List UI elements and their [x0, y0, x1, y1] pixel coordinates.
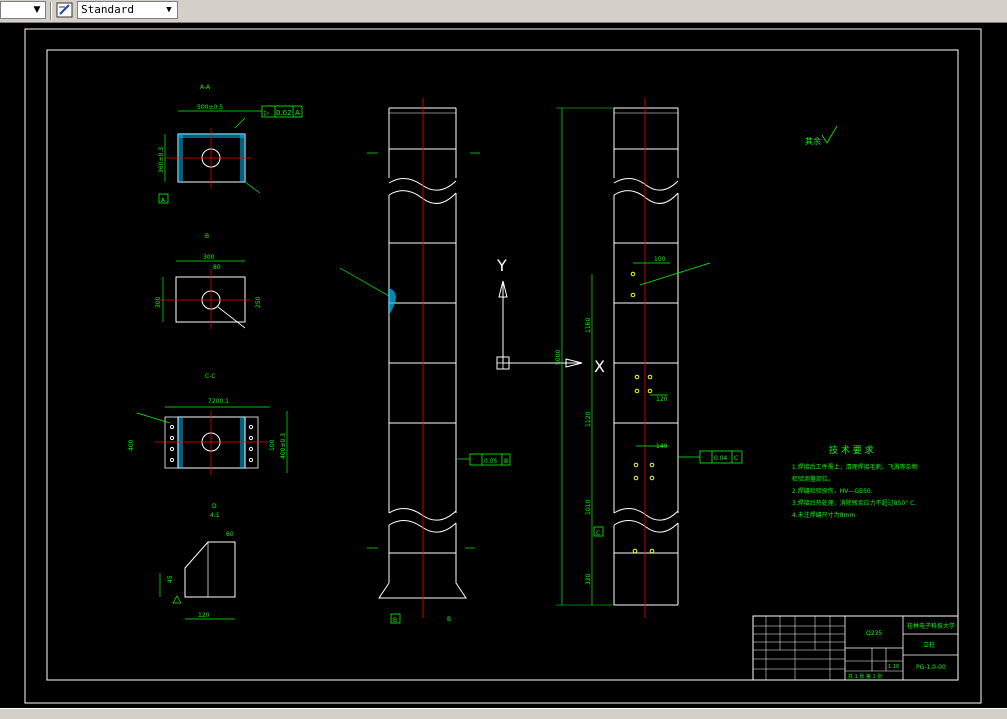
right-spacing-2: 140: [656, 443, 668, 450]
d-left-dim: 45: [167, 575, 174, 583]
title-block: 桂林电子科技大学 立柱 PG-1.0-00 Q235 1:10 共 1 张 第 …: [752, 615, 959, 681]
beam-datum-b-box: [390, 613, 401, 624]
outer-frame: [24, 28, 982, 704]
text-style-icon: [56, 2, 73, 18]
title-university: 桂林电子科技大学: [907, 622, 955, 630]
roughness-symbol: 其余: [805, 125, 838, 146]
right-dim-4: 320: [585, 573, 592, 585]
b-inner-dim: 80: [213, 264, 221, 271]
ucs-icon: Y X: [496, 256, 605, 376]
a-height-dim: 360±0.3: [158, 147, 165, 173]
toolbar-separator: [50, 2, 52, 20]
beam-elevation: 0.05 B B B: [339, 98, 511, 624]
detail-d-scale: 4:1: [210, 512, 220, 519]
right-dim-3: 1010: [585, 500, 592, 515]
b-right-dim: 250: [255, 296, 262, 308]
right-dim-1: 1160: [585, 318, 592, 333]
a-gdt-value: 0.02: [276, 109, 292, 117]
beam-gdt-value: 0.05: [484, 458, 498, 465]
d-top-dim: 60: [226, 531, 234, 538]
section-c-label: C-C: [205, 373, 216, 380]
d-bottom-dim: 120: [198, 612, 210, 619]
text-style-dropdown[interactable]: Standard ▼: [77, 1, 178, 19]
chevron-down-icon: ▼: [166, 5, 172, 15]
tech-note-1: 1.焊接后工件需上，清理焊接毛刺、飞溅等杂物: [792, 463, 918, 471]
title-sheet: 共 1 张 第 1 张: [848, 673, 882, 680]
beam-gdt-frame: [469, 453, 511, 466]
inner-frame: [46, 49, 959, 681]
tech-note-3: 2.焊缝检验探伤，HV—GB50.: [792, 487, 873, 495]
section-a-label: A-A: [200, 84, 211, 91]
title-drawing-no: PG-1.0-00: [916, 664, 946, 671]
beam-label-b2: B: [447, 616, 451, 623]
title-scale: 1:10: [888, 664, 899, 670]
c-top-dim: 7200.1: [208, 398, 229, 405]
right-datum-c-box: [593, 526, 604, 537]
b-width-dim: 300: [203, 254, 215, 261]
beam-side-view: 5000 1160 1120 1010 320 100 120 140 0.04…: [555, 98, 743, 618]
tech-note-2: 检验测量部位。: [792, 475, 834, 483]
roughness-label: 其余: [805, 136, 821, 146]
right-total-dim: 5000: [555, 350, 562, 365]
a-gdt-datum: A: [295, 109, 300, 117]
c-left-dim: 400: [128, 439, 135, 451]
a-gdt-frame: [261, 105, 303, 118]
section-b: B 300 80 300 250: [155, 233, 262, 329]
b-left-dim: 300: [155, 296, 162, 308]
a-gdt-symbol: ▷: [264, 109, 270, 117]
technical-requirements: 技 术 要 求 1.焊接后工件需上，清理焊接毛刺、飞溅等杂物 检验测量部位。 2…: [792, 444, 918, 519]
title-part-name: 立柱: [923, 641, 935, 649]
ucs-x-label: X: [594, 357, 605, 376]
section-a-a: A-A 500±0.5 ▷ 0.02 A 360±0.3 A: [158, 84, 303, 204]
text-style-value: Standard: [81, 3, 134, 16]
title-material: Q235: [866, 630, 882, 637]
beam-gdt-datum: B: [504, 458, 508, 465]
tech-title: 技 术 要 求: [829, 444, 874, 456]
ucs-y-label: Y: [496, 256, 507, 275]
text-style-button[interactable]: [55, 1, 75, 20]
layer-dropdown[interactable]: ▼: [0, 1, 46, 19]
detail-d: D 4:1 60 45 120: [159, 503, 236, 620]
c-inner-dim: 100: [269, 439, 276, 451]
a-datum-label: A: [161, 197, 166, 204]
a-width-dim: 500±0.5: [197, 104, 223, 111]
toolbar: ▼ Standard ▼: [0, 0, 1007, 23]
tech-note-5: 4.未注焊缝尺寸为8mm: [792, 511, 855, 519]
right-datum-c: C: [596, 530, 600, 537]
right-gdt-datum: C: [734, 455, 738, 462]
right-dim-2: 1120: [585, 412, 592, 427]
chevron-down-icon: ▼: [33, 5, 41, 15]
tech-note-4: 3.焊接后热处理，消除残余应力不超过850° C.: [792, 499, 916, 507]
drawing-canvas[interactable]: A-A 500±0.5 ▷ 0.02 A 360±0.3 A B 300 80: [0, 23, 1007, 708]
status-bar: [0, 708, 1007, 719]
section-c-c: C-C 7200.1 400±0.3 100 400: [128, 373, 288, 475]
section-b-label: B: [205, 233, 209, 240]
detail-d-label: D: [212, 503, 217, 510]
right-spacing-1: 120: [656, 396, 668, 403]
a-datum-box: [158, 193, 169, 204]
c-right-dim: 400±0.3: [280, 433, 287, 459]
right-gdt-value: 0.04: [714, 455, 728, 462]
right-hole-dim: 100: [654, 256, 666, 263]
right-gdt-frame: [699, 450, 743, 464]
beam-datum-b: B: [393, 617, 397, 624]
drawing-svg: A-A 500±0.5 ▷ 0.02 A 360±0.3 A B 300 80: [24, 28, 982, 704]
